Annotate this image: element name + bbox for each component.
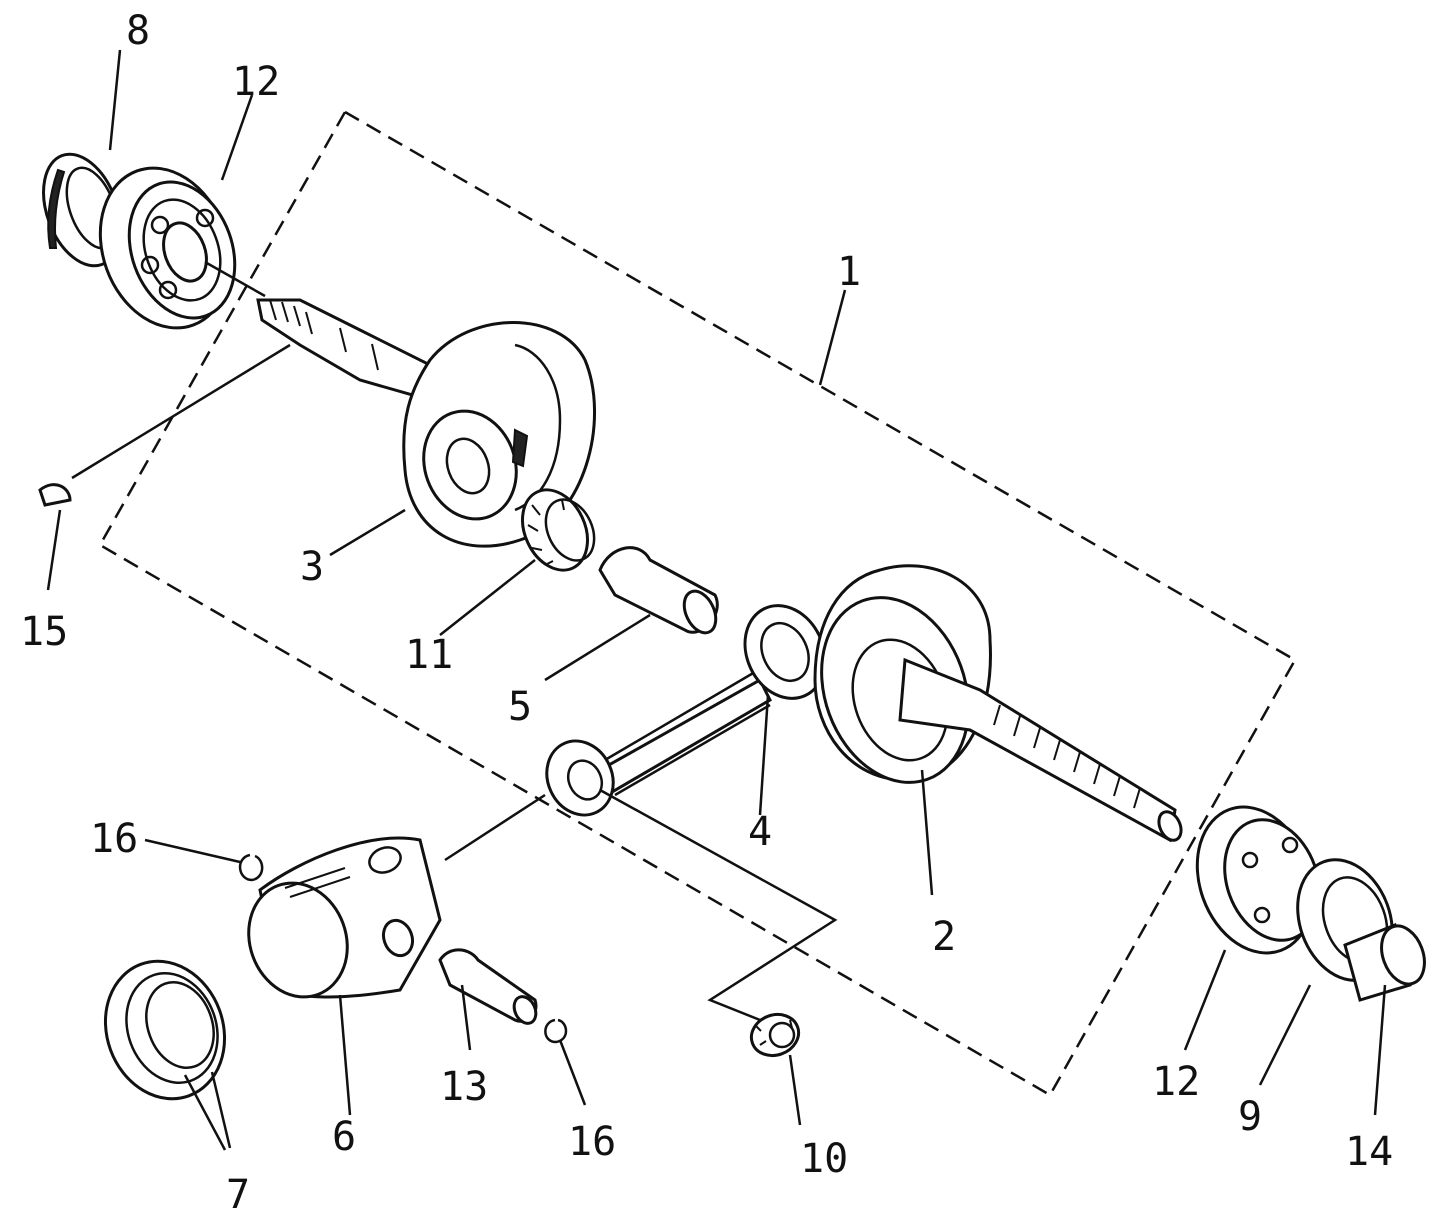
woodruff-key [38, 343, 291, 507]
piston-rings [103, 959, 227, 1101]
callout-1: 1 [837, 249, 861, 295]
callout-15: 15 [20, 609, 68, 655]
callout-2: 2 [932, 914, 956, 960]
connecting-rod [545, 604, 827, 817]
circlip-right [544, 1018, 568, 1044]
piston [247, 836, 442, 999]
ball-bearing-right [1195, 805, 1321, 955]
callout-3: 3 [300, 544, 324, 590]
ball-bearing-left [98, 166, 237, 330]
needle-bearing-big-end [521, 488, 596, 572]
callout-16-right: 16 [568, 1119, 616, 1165]
alignment-line-upper [444, 793, 546, 862]
callout-12-right: 12 [1152, 1059, 1200, 1105]
callout-7: 7 [226, 1172, 250, 1218]
needle-bearing-small-end [749, 1012, 801, 1058]
callout-11: 11 [405, 632, 453, 678]
spacer-collar [1343, 922, 1426, 1002]
callout-8: 8 [126, 8, 150, 54]
callout-6: 6 [332, 1114, 356, 1160]
alignment-line-lower [599, 788, 838, 1022]
crank-half-right [813, 564, 1183, 843]
circlip-left [238, 853, 264, 882]
assembly-boundary [98, 110, 1297, 1097]
leader-lines [46, 49, 1387, 1151]
callout-10: 10 [800, 1136, 848, 1182]
callout-12-left: 12 [232, 59, 280, 105]
callout-16-left: 16 [90, 816, 138, 862]
callout-14: 14 [1345, 1129, 1393, 1175]
callout-5: 5 [508, 684, 532, 730]
callout-13: 13 [440, 1064, 488, 1110]
callout-4: 4 [748, 809, 772, 855]
callout-9: 9 [1238, 1094, 1262, 1140]
crank-pin [598, 546, 719, 635]
piston-pin [438, 948, 538, 1025]
